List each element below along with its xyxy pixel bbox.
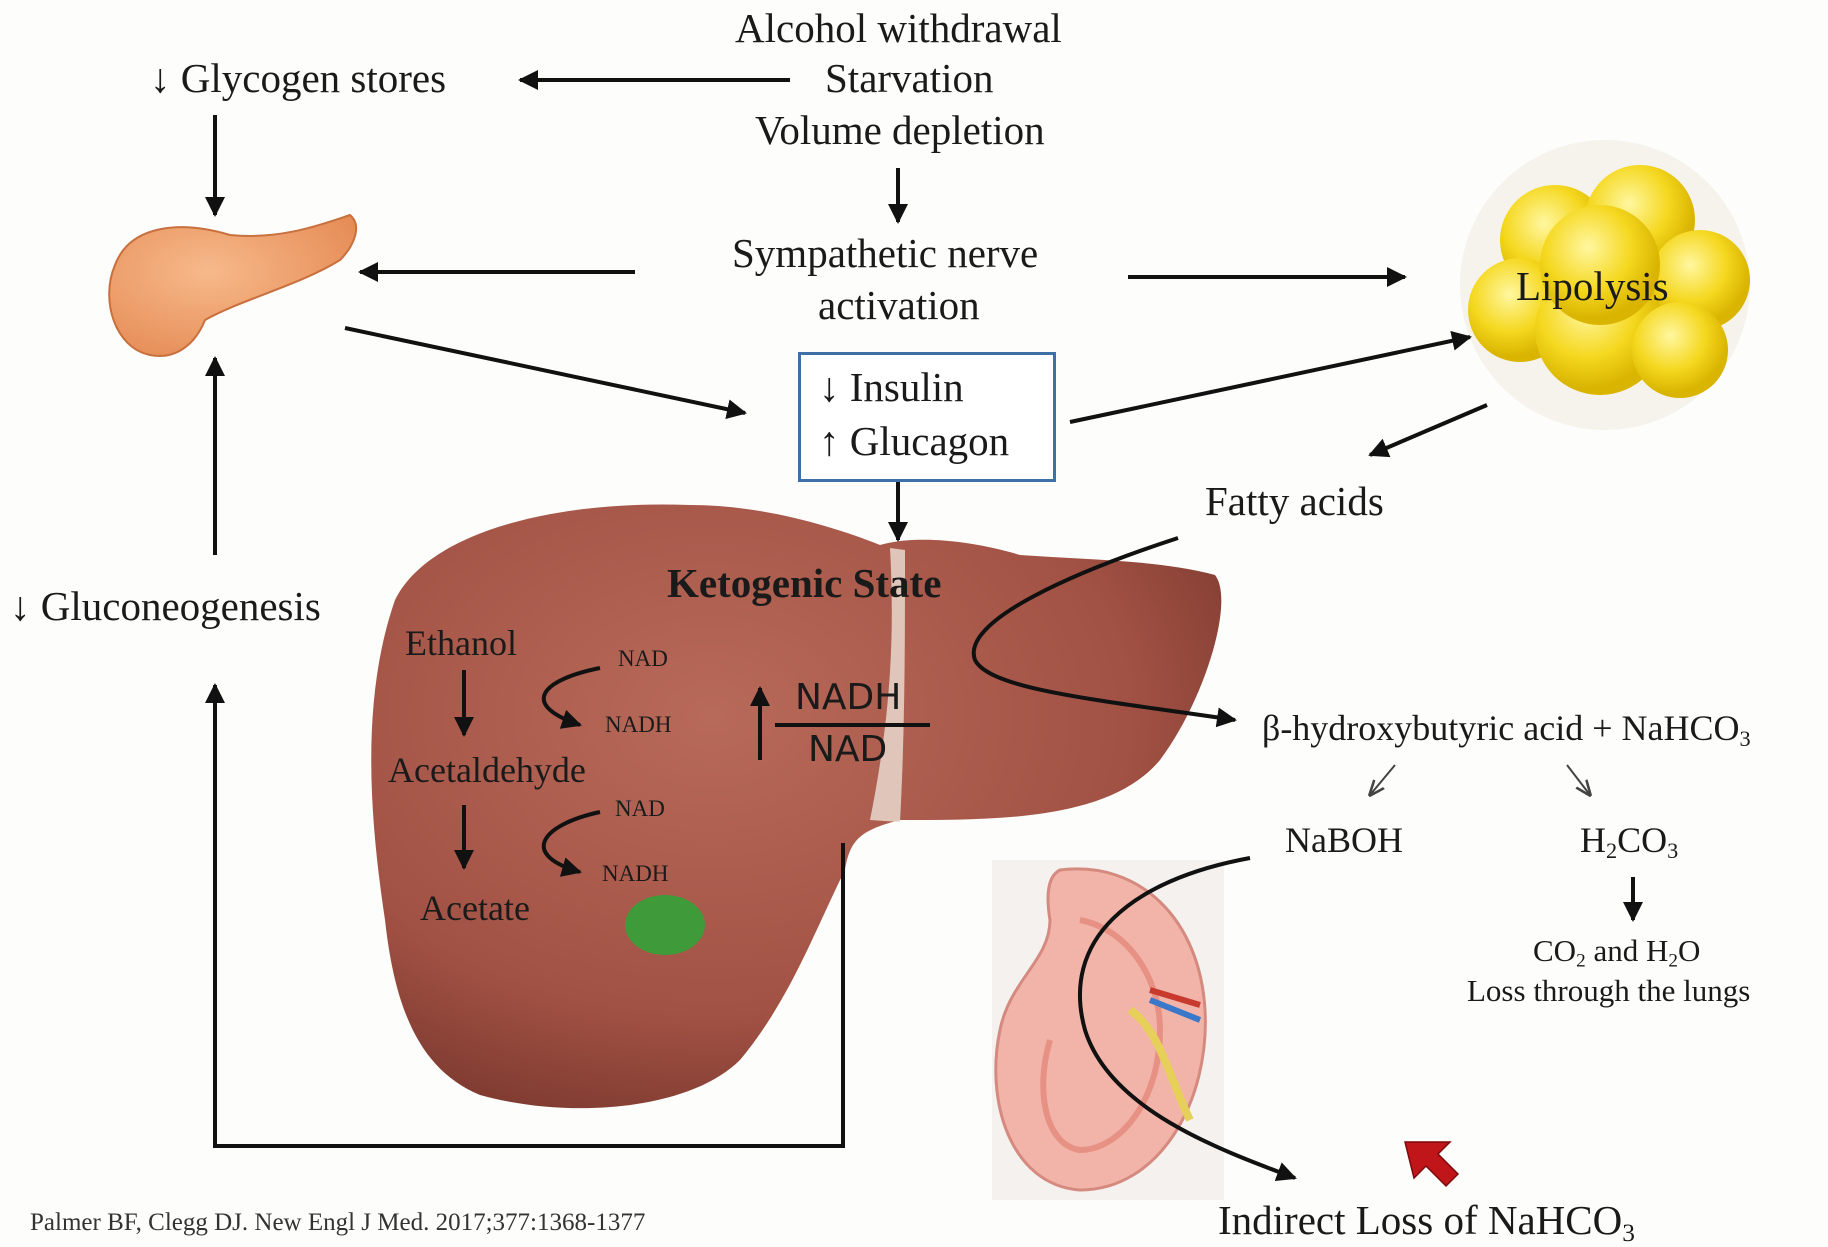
arrow-hormones-to-lipolysis bbox=[1070, 337, 1470, 422]
nad-label-1: NAD bbox=[618, 647, 668, 670]
indirect-loss-text: Indirect Loss of NaHCO bbox=[1218, 1197, 1622, 1243]
glycogen-stores-label: ↓ Glycogen stores bbox=[150, 58, 446, 99]
reaction-lhs: β-hydroxybutyric acid + NaHCO bbox=[1262, 708, 1740, 748]
h2co3-label: H2CO3 bbox=[1580, 822, 1678, 858]
acetate-label: Acetate bbox=[420, 890, 530, 926]
cause-alcohol-withdrawal: Alcohol withdrawal bbox=[735, 8, 1062, 49]
h2co3-h-sub: 2 bbox=[1606, 838, 1617, 863]
acetaldehyde-label: Acetaldehyde bbox=[388, 752, 586, 788]
cause-volume-depletion: Volume depletion bbox=[755, 110, 1045, 151]
ratio-denominator: NAD bbox=[808, 732, 887, 768]
h2o-sub: 2 bbox=[1668, 950, 1678, 971]
co2-h2o-label: CO2 and H2O bbox=[1533, 935, 1700, 966]
fatty-acids-label: Fatty acids bbox=[1205, 481, 1384, 522]
arrow-reaction-to-naboh bbox=[1370, 765, 1395, 795]
lipolysis-label: Lipolysis bbox=[1516, 266, 1669, 307]
insulin-label: ↓ Insulin bbox=[819, 367, 964, 408]
gallbladder-shape bbox=[625, 895, 705, 955]
ratio-numerator: NADH bbox=[795, 680, 901, 716]
co2-and-h: and H bbox=[1586, 933, 1669, 968]
reaction-sub: 3 bbox=[1740, 726, 1751, 751]
hormones-box: ↓ Insulin ↑ Glucagon bbox=[798, 352, 1056, 482]
arrow-lipolysis-to-fatty-acids bbox=[1370, 405, 1487, 455]
nadh-label-2: NADH bbox=[602, 862, 668, 885]
co2-sub: 2 bbox=[1576, 950, 1586, 971]
kidney-illustration bbox=[992, 860, 1224, 1200]
indirect-loss-label: Indirect Loss of NaHCO3 bbox=[1218, 1200, 1635, 1241]
nadh-label-1: NADH bbox=[605, 713, 671, 736]
ketogenic-state-label: Ketogenic State bbox=[667, 563, 941, 604]
co2-co: CO bbox=[1533, 933, 1576, 968]
red-pointer-icon bbox=[1405, 1142, 1458, 1186]
h2co3-co: CO bbox=[1617, 820, 1667, 860]
arrow-reaction-to-h2co3 bbox=[1567, 765, 1590, 795]
cause-starvation: Starvation bbox=[825, 58, 994, 99]
naboh-label: NaBOH bbox=[1285, 822, 1403, 858]
pancreas-illustration bbox=[109, 215, 356, 356]
sympathetic-label-line1: Sympathetic nerve bbox=[732, 233, 1038, 274]
lungs-loss-label: Loss through the lungs bbox=[1467, 975, 1750, 1006]
gluconeogenesis-label: ↓ Gluconeogenesis bbox=[10, 586, 321, 627]
reaction-equation: β-hydroxybutyric acid + NaHCO3 bbox=[1262, 710, 1751, 746]
h2o-o: O bbox=[1678, 933, 1700, 968]
arrow-pancreas-to-hormones bbox=[345, 328, 745, 413]
citation: Palmer BF, Clegg DJ. New Engl J Med. 201… bbox=[30, 1210, 645, 1235]
sympathetic-label-line2: activation bbox=[818, 285, 980, 326]
glucagon-label: ↑ Glucagon bbox=[819, 421, 1009, 462]
nad-label-2: NAD bbox=[615, 797, 665, 820]
indirect-loss-sub: 3 bbox=[1622, 1219, 1635, 1247]
ethanol-label: Ethanol bbox=[405, 625, 517, 661]
h2co3-co-sub: 3 bbox=[1667, 838, 1678, 863]
thin-arrow-layer bbox=[1370, 765, 1590, 795]
h2co3-h: H bbox=[1580, 820, 1606, 860]
